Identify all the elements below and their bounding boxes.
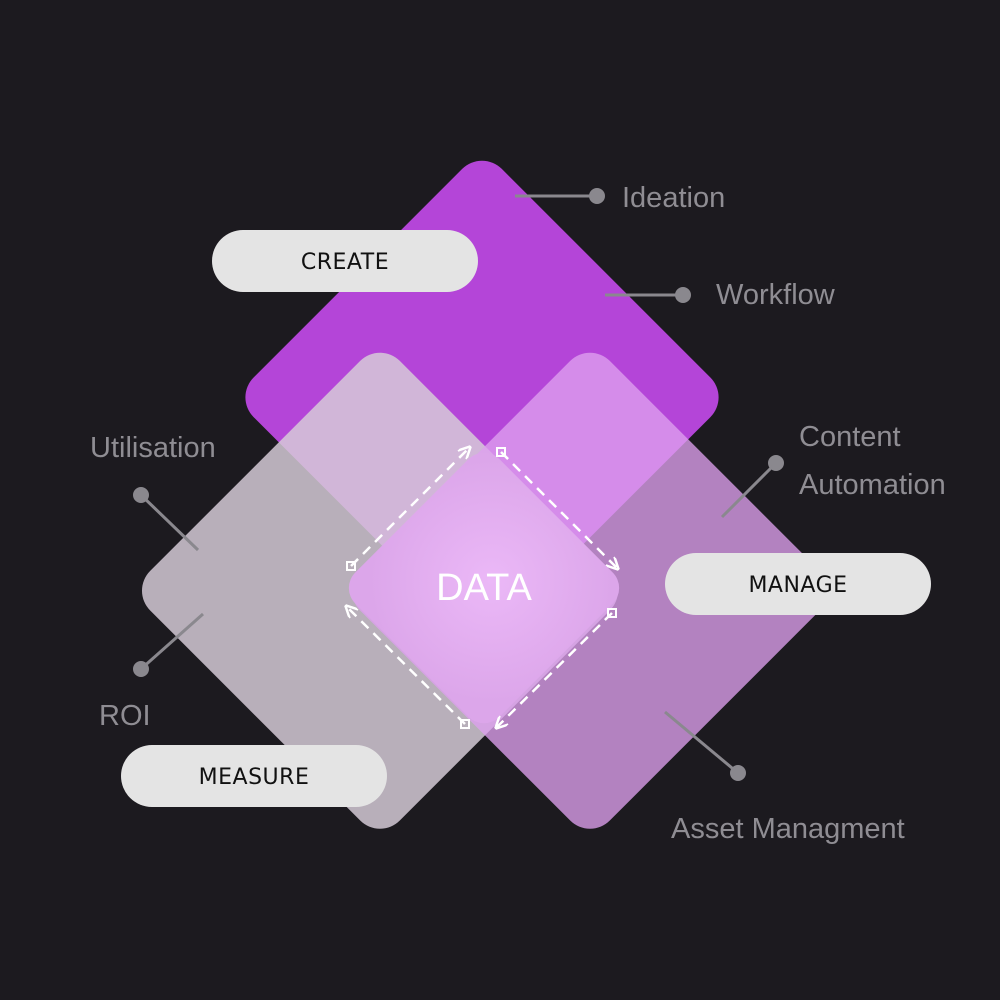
label-asset-management: Asset Managment	[671, 813, 905, 845]
cycle-arrows	[347, 448, 617, 727]
dot-icon	[133, 661, 149, 677]
arrow-icon	[501, 452, 617, 568]
dot-icon	[675, 287, 691, 303]
create-pill: CREATE	[212, 230, 478, 292]
dot-icon	[768, 455, 784, 471]
connectors	[133, 188, 784, 781]
manage-label: MANAGE	[748, 573, 847, 598]
label-automation: Automation	[799, 469, 946, 501]
dot-icon	[133, 487, 149, 503]
label-roi: ROI	[99, 700, 151, 732]
arrow-icon	[497, 613, 612, 727]
center-label: DATA	[436, 567, 532, 609]
label-content: Content	[799, 421, 901, 453]
measure-pill: MEASURE	[121, 745, 387, 807]
arrow-icon	[351, 448, 469, 566]
dot-icon	[730, 765, 746, 781]
dot-icon	[589, 188, 605, 204]
create-label: CREATE	[301, 250, 389, 275]
label-workflow: Workflow	[716, 279, 836, 311]
arrow-icon	[347, 607, 465, 724]
label-utilisation: Utilisation	[90, 432, 216, 464]
manage-pill: MANAGE	[665, 553, 931, 615]
measure-label: MEASURE	[199, 765, 310, 790]
label-ideation: Ideation	[622, 182, 725, 214]
